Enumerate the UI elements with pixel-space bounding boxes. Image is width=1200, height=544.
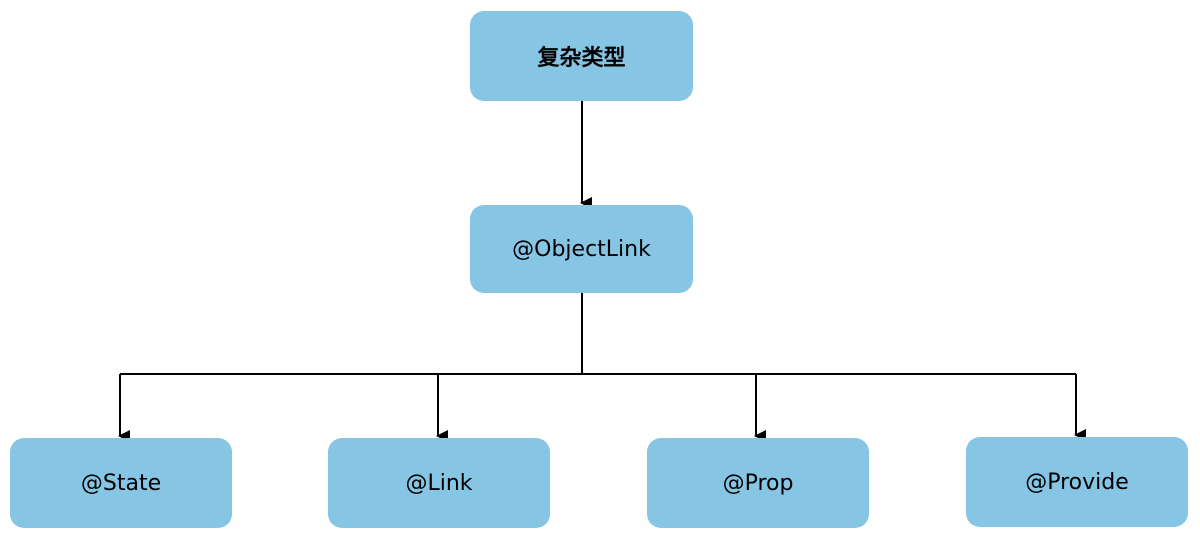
- link-node: @Link: [328, 438, 550, 528]
- objectlink-node-label: @ObjectLink: [512, 236, 651, 262]
- root-node-label: 复杂类型: [537, 46, 626, 71]
- prop-node-label: @Prop: [722, 470, 794, 496]
- state-node-label: @State: [80, 470, 162, 496]
- state-node: @State: [10, 438, 232, 528]
- link-node-label: @Link: [405, 470, 473, 496]
- provide-node-label: @Provide: [1025, 469, 1129, 495]
- provide-node: @Provide: [966, 437, 1188, 527]
- objectlink-node: @ObjectLink: [470, 205, 693, 293]
- root-node: 复杂类型: [470, 11, 693, 101]
- prop-node: @Prop: [647, 438, 869, 528]
